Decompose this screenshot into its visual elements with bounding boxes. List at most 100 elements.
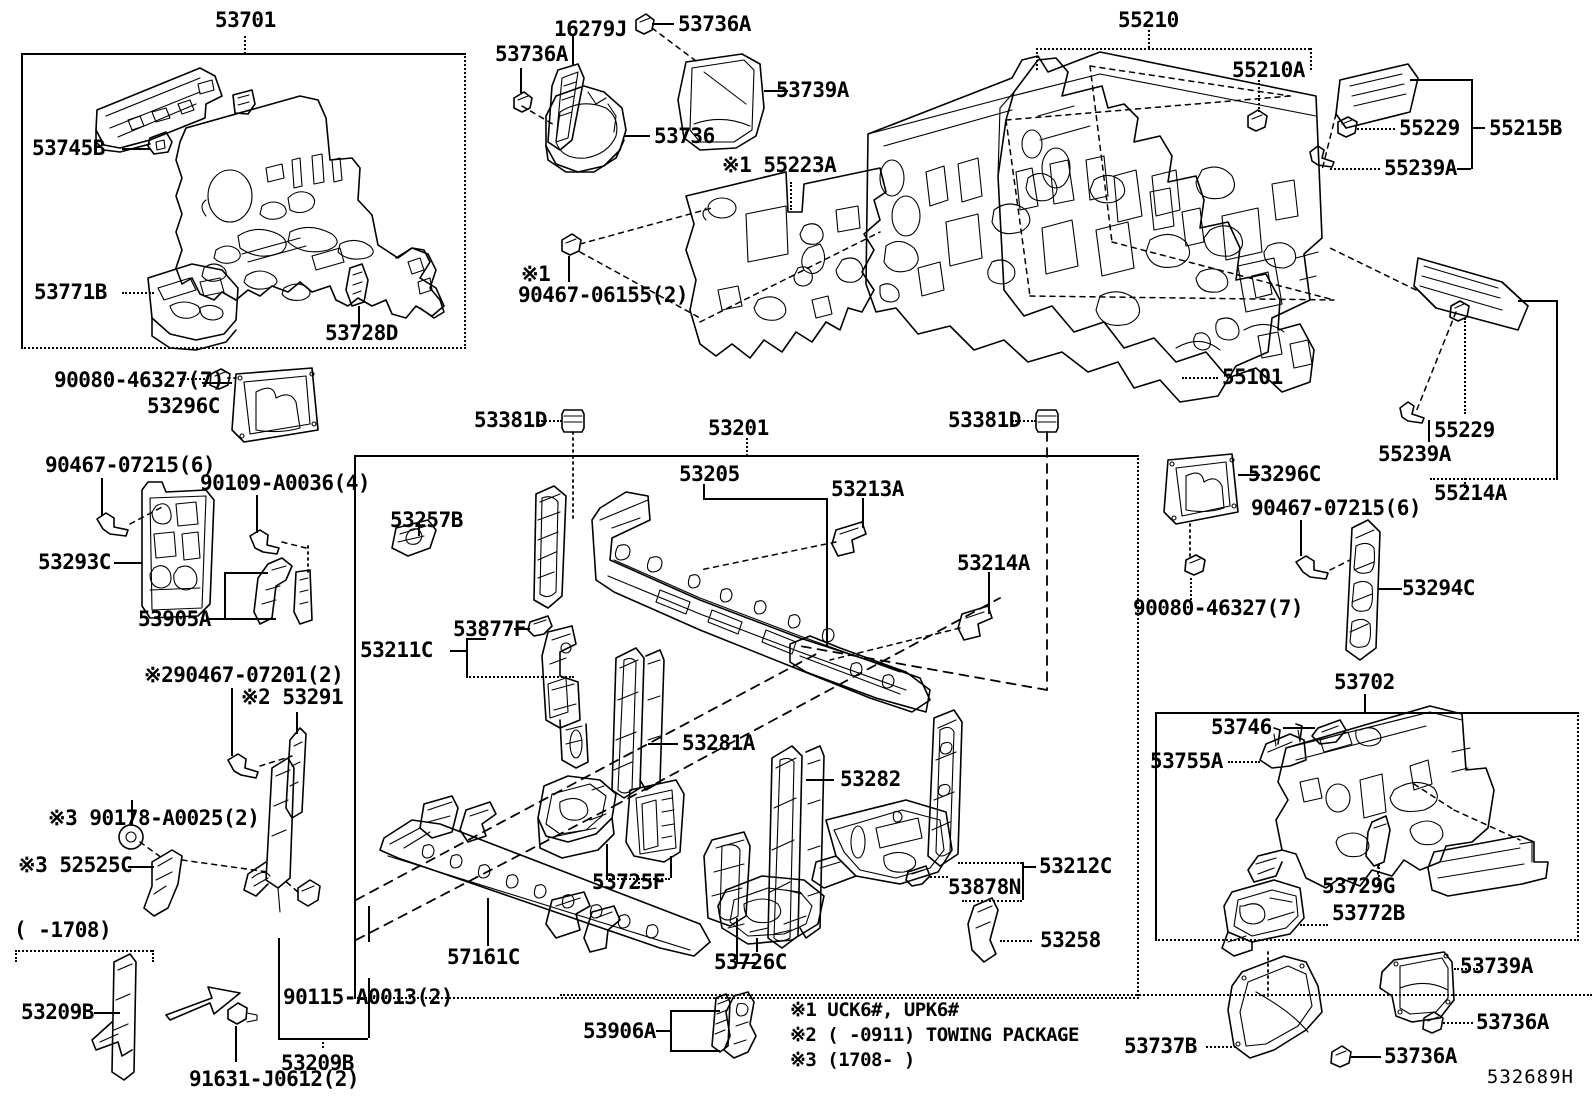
leader-53296C-left: [202, 382, 232, 384]
leader-90109: [256, 495, 258, 533]
leader-53745B: [122, 148, 150, 150]
group-box-53701: [21, 53, 466, 349]
label-53296C-right: 53296C: [1248, 462, 1321, 486]
label-53736A-left: 53736A: [495, 42, 568, 66]
leader-55239A-top-dot: [1330, 168, 1380, 170]
label-53294C: 53294C: [1402, 576, 1475, 600]
leader-53211C-top: [466, 638, 486, 640]
leader-53211C-bottom: [466, 676, 574, 678]
leader-55223A: [790, 182, 792, 210]
art-53293C: [96, 481, 280, 619]
art-53205: [391, 485, 993, 713]
label-57161C: 57161C: [447, 945, 520, 969]
leader-55239A-top: [1457, 168, 1471, 170]
label-53213A: 53213A: [831, 477, 904, 501]
leader-55101: [1182, 377, 1218, 379]
footnote-divider: [560, 994, 1592, 996]
label-53702: 53702: [1334, 670, 1395, 694]
leader-53905A-bottom: [224, 618, 276, 620]
label-53296C-left: 53296C: [147, 394, 220, 418]
art-53291: [227, 727, 307, 819]
footnote-1: ※1 UCK6#, UPK6#: [790, 999, 959, 1021]
label-90080-46327-right: 90080-46327(7): [1133, 596, 1304, 620]
leader-53905A: [206, 618, 224, 620]
label-53257B: 53257B: [390, 508, 463, 532]
label-53746: 53746: [1211, 715, 1272, 739]
leader-90467-right: [1300, 520, 1302, 556]
art-53906A: [711, 991, 757, 1059]
leader-53701: [244, 36, 246, 54]
label-91631-J0612: 91631-J0612(2): [189, 1067, 360, 1091]
leader-55210: [1148, 30, 1150, 48]
leader-1708-left: [15, 950, 17, 962]
art-53701: [95, 67, 445, 351]
label-53725F: 53725F: [592, 870, 665, 894]
label-16279J: 16279J: [554, 17, 627, 41]
leader-53728D: [358, 306, 360, 326]
leader-53294C: [1378, 588, 1402, 590]
art-53212C: [811, 709, 963, 889]
leader-55239A-right: [1428, 420, 1430, 442]
leader-90467-06155: [568, 256, 570, 282]
leader-53214A: [988, 572, 990, 614]
label-52525C: ※3 52525C: [18, 853, 133, 877]
leader-53209B-left: [94, 1012, 120, 1014]
art-53725F: [537, 775, 685, 863]
leader-53209B-right-stem: [322, 1038, 324, 1048]
label-55229-top: 55229: [1399, 116, 1460, 140]
leader-53725F: [606, 844, 608, 878]
label-53281A: 53281A: [682, 731, 755, 755]
label-90080-46327-left: 90080-46327(7): [54, 368, 225, 392]
art-53739A-bottom: [1379, 951, 1455, 1034]
art-53737B-bottom: [1227, 955, 1352, 1068]
label-55210A: 55210A: [1232, 58, 1305, 82]
leader-53381D-left: [538, 420, 562, 422]
label-53209B-left: 53209B: [21, 1000, 94, 1024]
leader-90115: [368, 906, 370, 942]
art-55223A: [561, 167, 887, 359]
art-52525C: [118, 824, 183, 917]
label-53736A-b1: 53736A: [1384, 1044, 1457, 1068]
leader-55214A-bar: [1430, 478, 1558, 480]
leader-290467: [231, 688, 233, 756]
leader-53736A-left: [520, 68, 522, 93]
art-53209B-right: [227, 757, 321, 1025]
leader-53878N: [930, 876, 948, 878]
art-57161C: [379, 795, 711, 957]
leader-53209B-right-l: [278, 938, 280, 1040]
art-55210: [997, 57, 1315, 393]
art-53726C: [703, 831, 825, 945]
label-53878N: 53878N: [948, 875, 1021, 899]
label-90109-A0036: 90109-A0036(4): [200, 471, 371, 495]
label-53214A: 53214A: [957, 551, 1030, 575]
leader-52525C: [128, 866, 154, 868]
leader-55214A-right: [1556, 300, 1558, 478]
leader-53212C: [1022, 866, 1036, 868]
leader-53726C-l: [736, 918, 738, 962]
label-53905A: 53905A: [138, 607, 211, 631]
leader-53755A: [1228, 761, 1260, 763]
leader-53381D-right: [1012, 420, 1036, 422]
leader-53736A-b1: [1351, 1056, 1381, 1058]
leader-1708-bar: [15, 950, 152, 952]
label-53739A-bottom: 53739A: [1460, 954, 1533, 978]
label-53211C: 53211C: [360, 638, 433, 662]
label-53258: 53258: [1040, 928, 1101, 952]
leader-53771B: [122, 292, 154, 294]
leader-53211C-v: [466, 638, 468, 676]
leader-53906A: [656, 1030, 670, 1032]
leader-91631: [235, 1026, 237, 1062]
leader-53725F-right: [670, 856, 672, 878]
art-53736-group: [513, 13, 765, 173]
label-90467-06155-mark: ※1: [521, 262, 551, 286]
art-53905A: [253, 557, 313, 625]
leader-53205-v: [826, 498, 828, 646]
art-migration-arrow: [165, 986, 241, 1021]
leader-53739A-top: [764, 90, 788, 92]
leader-55214A-stem: [1464, 478, 1466, 488]
label-55229-right: 55229: [1434, 418, 1495, 442]
label-55214A: 55214A: [1434, 481, 1507, 505]
leader-53281A: [648, 743, 678, 745]
leader-53211C: [450, 650, 466, 652]
